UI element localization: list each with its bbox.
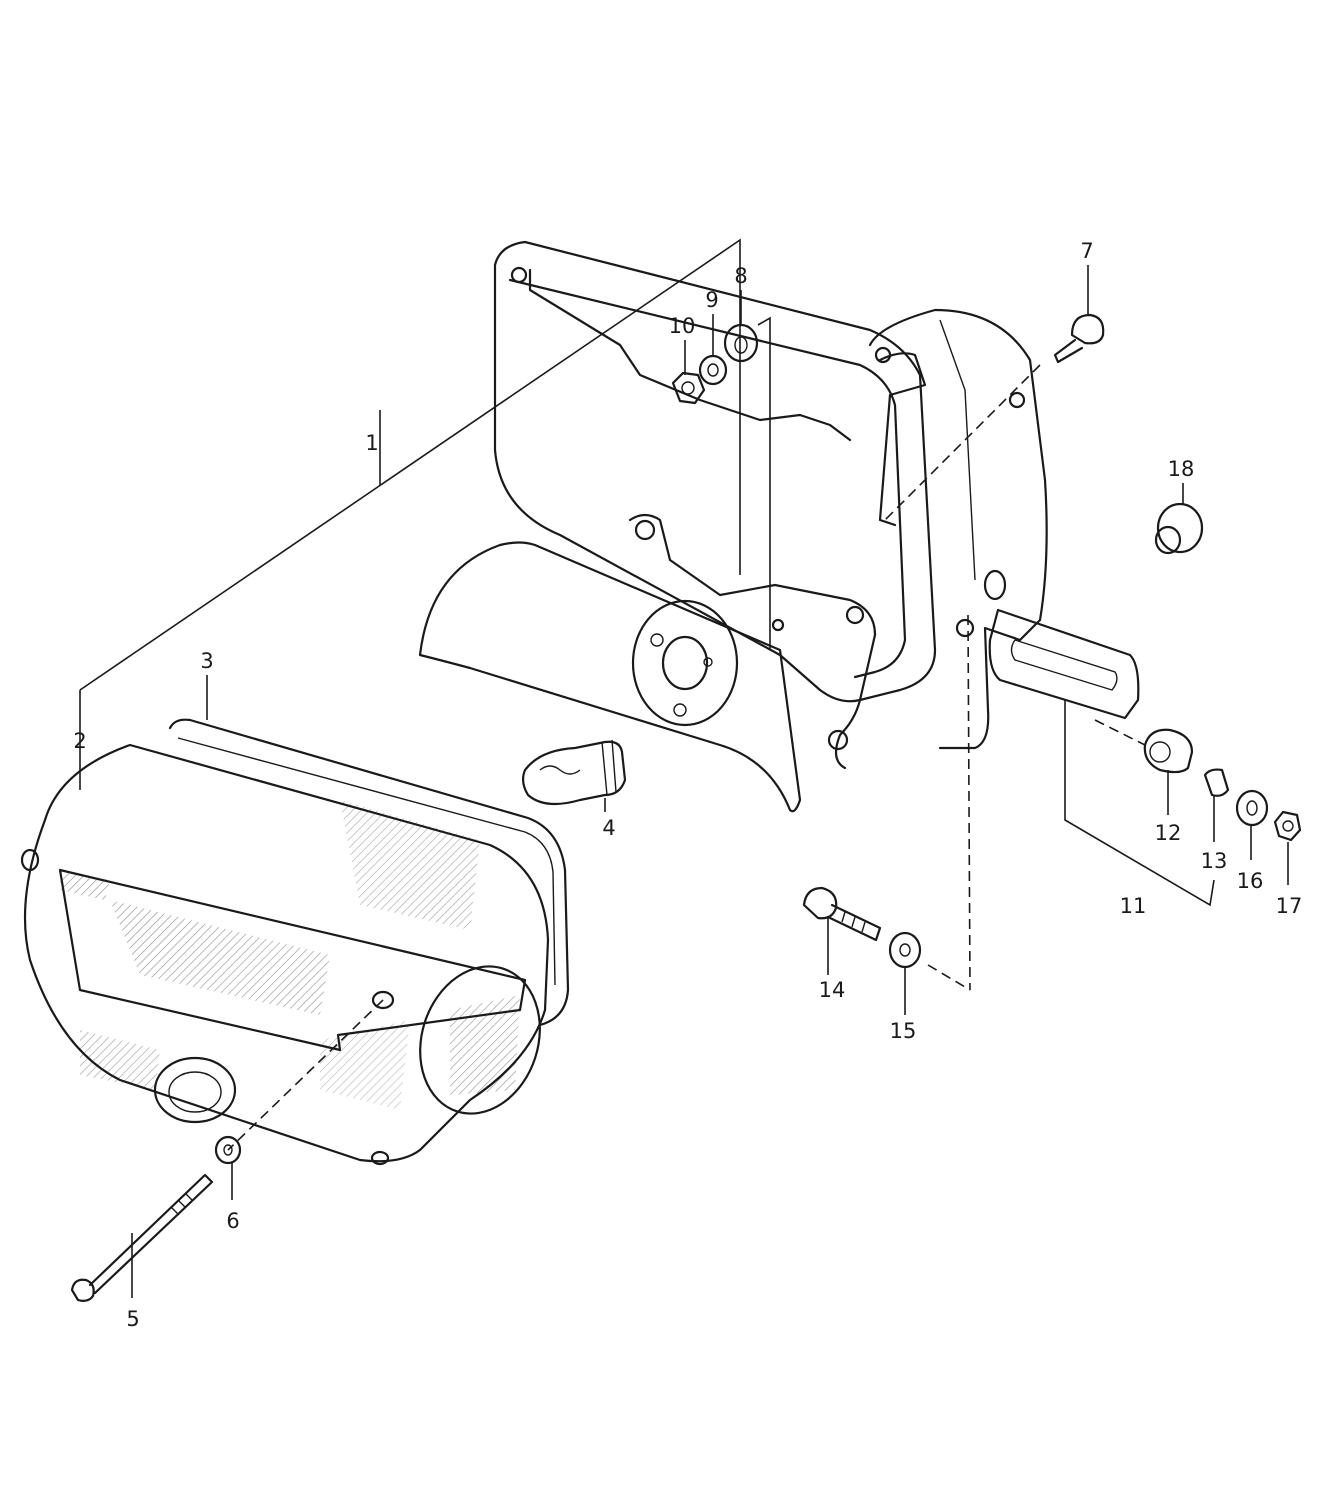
callout-5: 5 bbox=[126, 1307, 139, 1331]
callout-9: 9 bbox=[705, 288, 718, 312]
callout-18: 18 bbox=[1168, 457, 1195, 481]
callout-8: 8 bbox=[734, 264, 747, 288]
tail-lamp-lens bbox=[20, 743, 550, 1166]
mounting-bracket bbox=[868, 308, 1140, 750]
bulb bbox=[521, 739, 627, 806]
callout-11: 11 bbox=[1120, 894, 1147, 918]
callout-14: 14 bbox=[819, 978, 846, 1002]
lens-gasket bbox=[168, 718, 570, 1027]
callout-6: 6 bbox=[226, 1209, 239, 1233]
grommet-part-18 bbox=[1154, 502, 1204, 555]
callout-3: 3 bbox=[200, 649, 213, 673]
lamp-base-reflector bbox=[418, 240, 937, 813]
screw-part-7 bbox=[1053, 313, 1105, 364]
callout-labels: 1 2 3 4 5 6 7 8 9 10 11 12 13 14 15 16 1… bbox=[73, 239, 1302, 1331]
callout-16: 16 bbox=[1237, 869, 1264, 893]
bolt-and-washer-14-15 bbox=[802, 886, 922, 969]
alignment-lines bbox=[227, 364, 1146, 1151]
callout-12: 12 bbox=[1155, 821, 1182, 845]
fasteners-12-13-16-17 bbox=[1143, 728, 1302, 842]
callout-13: 13 bbox=[1201, 849, 1228, 873]
callout-2: 2 bbox=[73, 729, 86, 753]
callout-15: 15 bbox=[890, 1019, 917, 1043]
long-screw-and-washer-5-6 bbox=[70, 1135, 242, 1302]
callout-7: 7 bbox=[1080, 239, 1093, 263]
callout-4: 4 bbox=[602, 816, 615, 840]
callout-1: 1 bbox=[365, 431, 378, 455]
leader-lines bbox=[131, 265, 1289, 1298]
callout-17: 17 bbox=[1276, 894, 1303, 918]
assembly-bracket-1 bbox=[79, 238, 771, 790]
callout-10: 10 bbox=[669, 314, 696, 338]
